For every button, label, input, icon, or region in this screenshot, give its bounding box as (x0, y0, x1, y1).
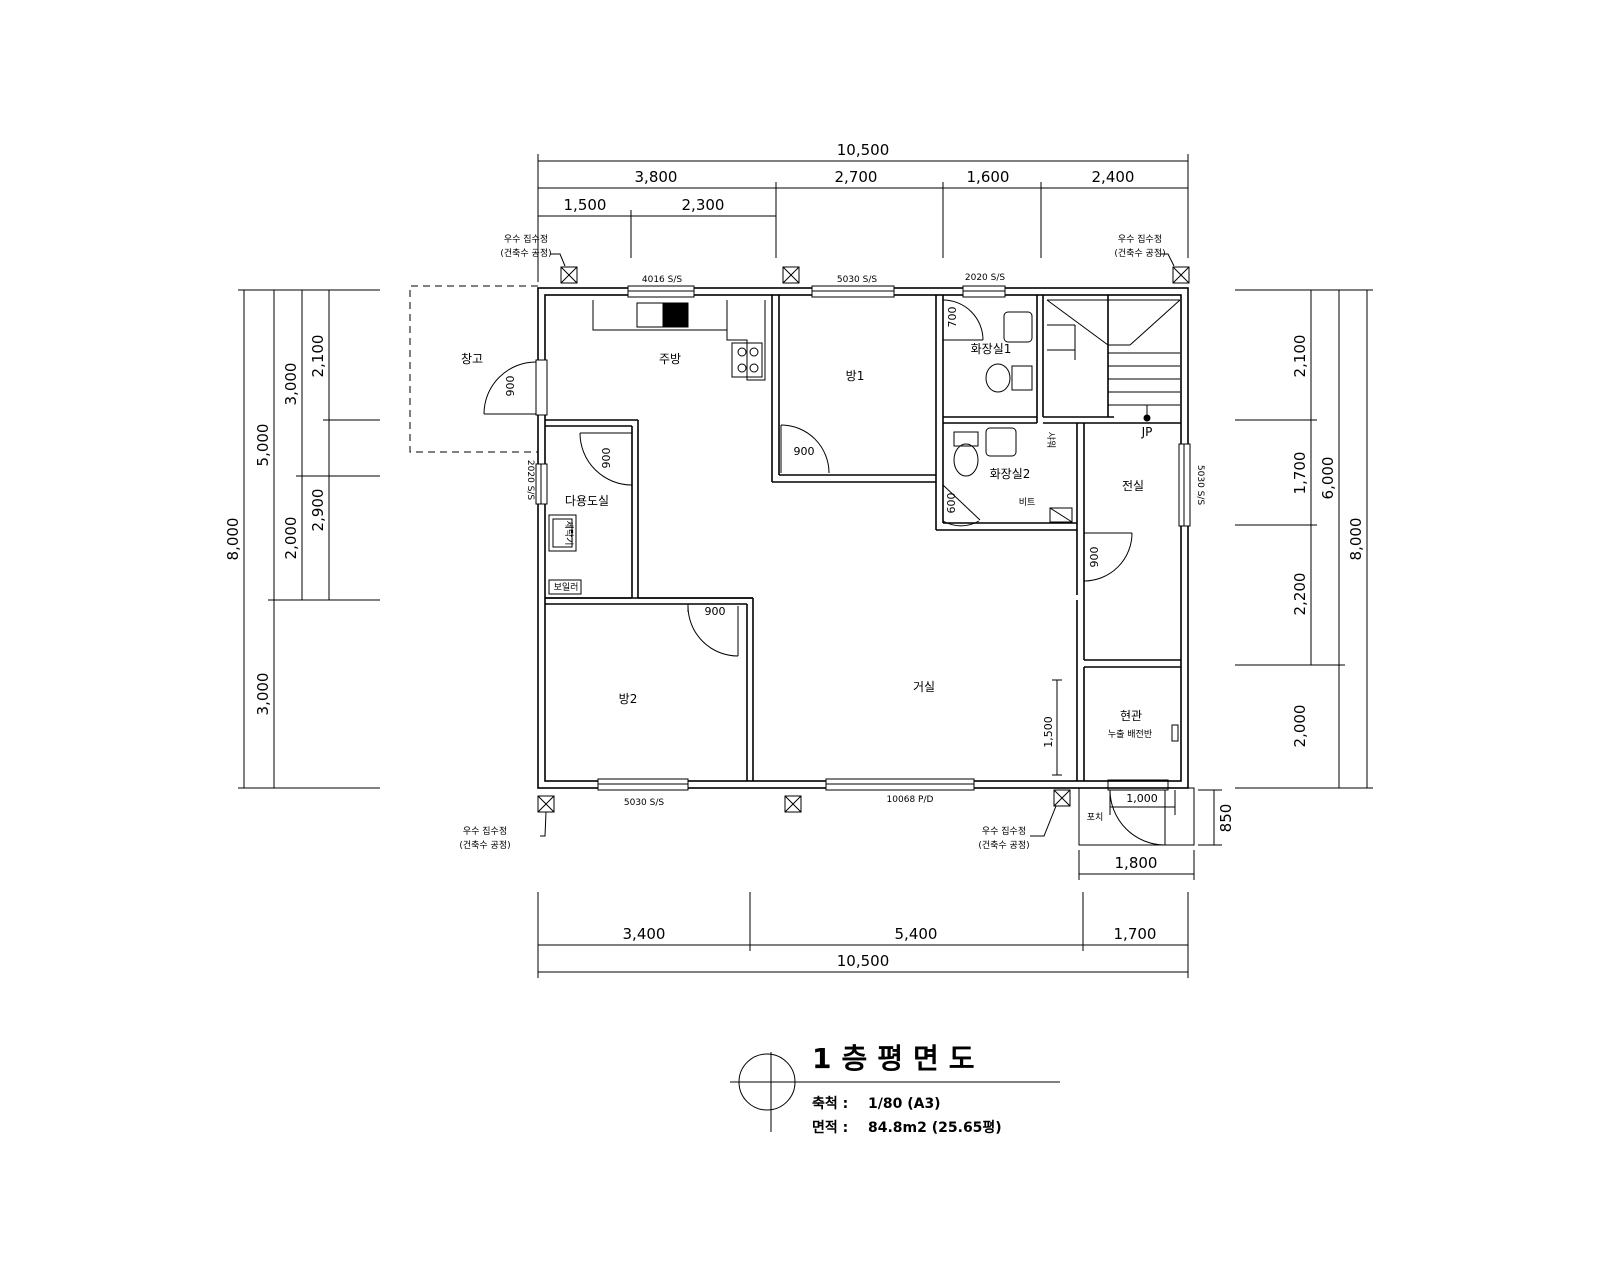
dim-right-6000: 6,000 (1319, 457, 1337, 500)
dim-left-5000: 5,000 (254, 424, 272, 467)
title-symbol (730, 1052, 1060, 1132)
dim-left-total: 8,000 (224, 518, 242, 561)
room-bath2: 화장실2 (990, 467, 1031, 481)
window-top-kitchen: 4016 S/S (642, 275, 683, 285)
drain-bl-1: 우수 집수정 (463, 825, 507, 837)
drain-bl-2: (건축수 공정) (459, 840, 510, 851)
dim-left-2100: 2,100 (309, 335, 327, 378)
dim-top-3: 1,600 (967, 168, 1010, 186)
dim-top-2: 2,700 (835, 168, 878, 186)
dim-left-3000: 3,000 (282, 363, 300, 406)
room-storage: 창고 (461, 352, 483, 366)
dim-right-8000: 8,000 (1347, 518, 1365, 561)
panel-label: 누출 배전반 (1108, 729, 1152, 740)
dimension-labels: 10,500 3,800 2,700 1,600 2,400 1,500 2,3… (224, 141, 1365, 970)
window-labels: 4016 S/S 5030 S/S 2020 S/S 2020 S/S 5030… (525, 273, 1205, 808)
window-top-bath1: 2020 S/S (965, 273, 1006, 283)
bite-label: 비트 (1019, 497, 1036, 508)
shower-label: 샤워 (1045, 432, 1056, 449)
dim-right-2000: 2,000 (1291, 705, 1309, 748)
room-room1: 방1 (846, 369, 865, 383)
room-bath1: 화장실1 (971, 342, 1012, 356)
door-utility-width: 900 (600, 448, 613, 469)
room-utility: 다용도실 (565, 494, 609, 508)
door-bath1-width: 700 (946, 307, 959, 328)
window-left-utility: 2020 S/S (525, 460, 535, 501)
title-block: 1층평면도 축척 : 1/80 (A3) 면적 : 84.8m2 (25.65평… (812, 1042, 1002, 1136)
dim-bottom-1: 3,400 (623, 925, 666, 943)
dim-left-2900: 2,900 (309, 489, 327, 532)
dim-top-1: 3,800 (635, 168, 678, 186)
room-labels: 주방 방1 화장실1 화장실2 다용도실 거실 방2 현관 전실 창고 JP (461, 342, 1152, 723)
drain-boxes (537, 253, 1190, 837)
window-bottom-living: 10068 P/D (887, 795, 934, 805)
window-right-front: 5030 S/S (1195, 465, 1205, 506)
drain-tl-2: (건축수 공정) (500, 248, 551, 259)
window-bottom-room2: 5030 S/S (624, 798, 665, 808)
fixtures (548, 300, 1179, 742)
jp-label: JP (1141, 425, 1153, 439)
dim-porch-1000: 1,000 (1126, 792, 1158, 805)
porch-label: 포치 (1087, 811, 1104, 823)
scale-label: 축척 : (812, 1096, 848, 1112)
small-dimension-labels: 1,000 1,500 900 900 900 900 900 700 600 (504, 307, 1158, 806)
drawing-title: 1층평면도 (812, 1042, 985, 1075)
dim-top-total: 10,500 (837, 141, 890, 159)
dim-bottom-2: 5,400 (895, 925, 938, 943)
door-bath2-width: 600 (945, 493, 958, 514)
dim-top-4: 2,400 (1092, 168, 1135, 186)
dim-left-3000-lower: 3,000 (254, 673, 272, 716)
dim-left-2000: 2,000 (282, 517, 300, 560)
dim-living-1500: 1,500 (1042, 716, 1055, 748)
drain-tl-1: 우수 집수정 (504, 233, 548, 245)
porch (1078, 779, 1195, 846)
doors (483, 299, 1166, 846)
room-living: 거실 (913, 680, 935, 694)
room-kitchen: 주방 (659, 352, 681, 366)
washer-label: 세탁기 (563, 521, 575, 546)
area-value: 84.8m2 (25.65평) (868, 1119, 1002, 1136)
room-hall: 현관 (1120, 709, 1142, 723)
fixture-labels: 세탁기 보일러 샤워 비트 포치 누출 배전반 (554, 432, 1153, 823)
dim-porch-850: 850 (1217, 804, 1235, 833)
drain-br-1: 우수 집수정 (982, 825, 1026, 837)
door-front-width: 900 (1088, 547, 1101, 568)
drain-tr-2: (건축수 공정) (1114, 248, 1165, 259)
dim-right-2200: 2,200 (1291, 573, 1309, 616)
room-front: 전실 (1122, 479, 1144, 493)
drain-tr-1: 우수 집수정 (1118, 233, 1162, 245)
door-room2-width: 900 (705, 605, 726, 618)
door-room1-width: 900 (794, 445, 815, 458)
room-room2: 방2 (619, 692, 638, 706)
door-storage-width: 900 (504, 376, 517, 397)
dim-right-2100: 2,100 (1291, 335, 1309, 378)
dim-right-1700: 1,700 (1291, 452, 1309, 495)
storage-outline (409, 285, 538, 453)
dimension-lines (238, 154, 1373, 978)
stair (1046, 299, 1181, 418)
dim-bottom-total: 10,500 (837, 952, 890, 970)
windows (535, 285, 1191, 791)
area-label: 면적 : (812, 1119, 848, 1136)
dim-porch-1800: 1,800 (1115, 854, 1158, 872)
dim-top-b: 2,300 (682, 196, 725, 214)
drain-br-2: (건축수 공정) (978, 840, 1029, 851)
drain-notes: 우수 집수정 (건축수 공정) 우수 집수정 (건축수 공정) 우수 집수정 (… (459, 233, 1165, 851)
scale-value: 1/80 (A3) (868, 1096, 941, 1112)
dim-bottom-3: 1,700 (1114, 925, 1157, 943)
boiler-label: 보일러 (554, 582, 579, 593)
walls (537, 287, 1189, 789)
dim-top-a: 1,500 (564, 196, 607, 214)
window-top-room1: 5030 S/S (837, 275, 878, 285)
